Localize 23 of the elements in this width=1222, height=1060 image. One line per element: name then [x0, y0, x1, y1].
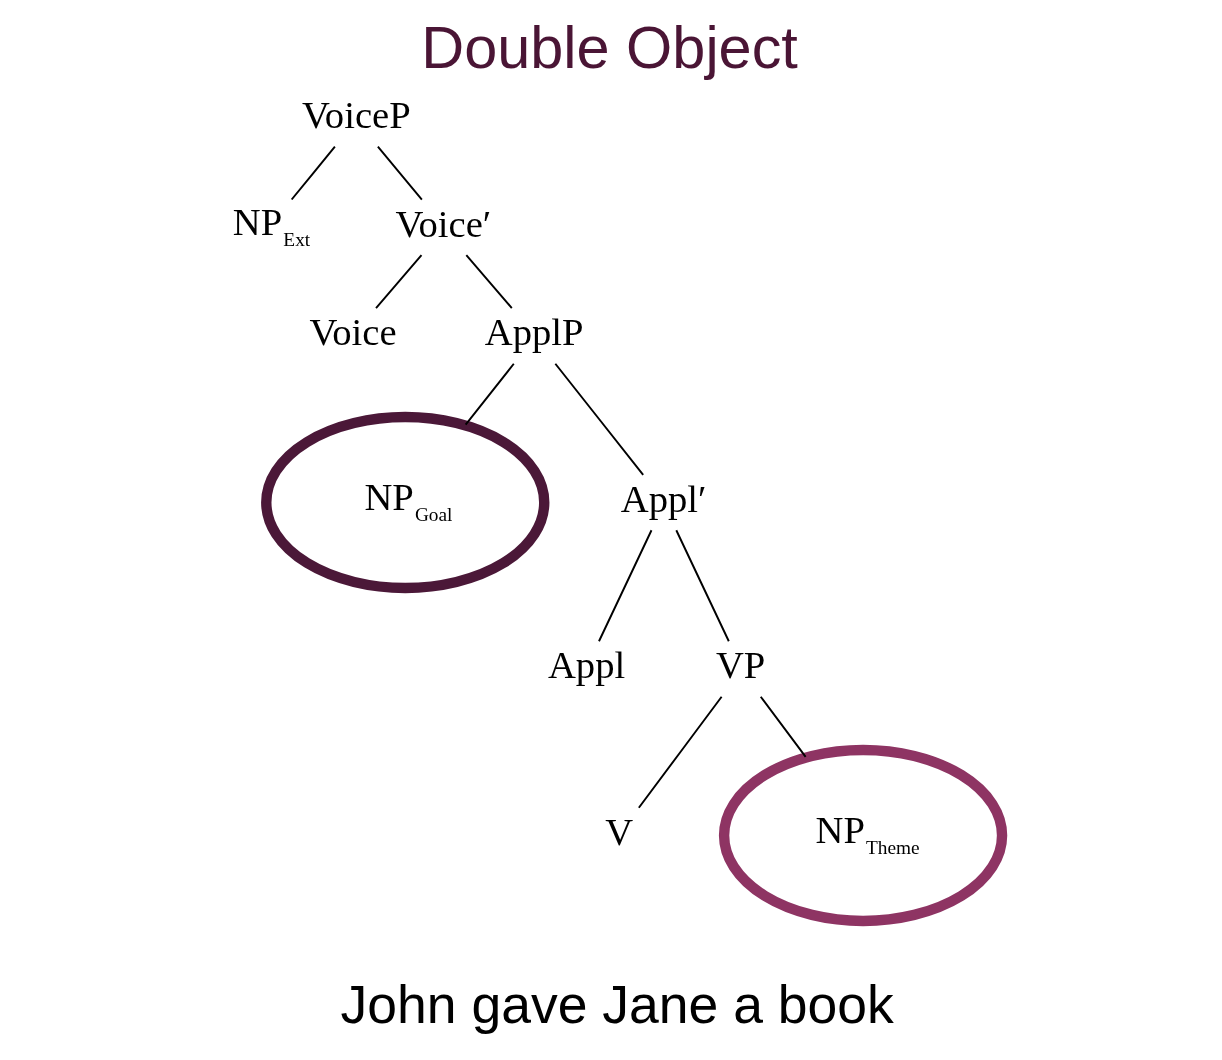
diagram-title: Double Object — [420, 13, 798, 81]
node-text: NP$_{Ext}$ — [232, 201, 310, 250]
node-text: VoiceP — [301, 94, 411, 137]
caption: John gave Jane a book — [340, 975, 894, 1035]
connector — [290, 145, 336, 201]
connector — [464, 362, 515, 426]
connector — [553, 362, 644, 476]
node-text: Voice′ — [395, 202, 491, 245]
node-text: V — [604, 810, 633, 853]
connector — [759, 695, 807, 758]
connector — [374, 254, 422, 309]
node-text: VP — [715, 644, 765, 687]
node-text: ApplP — [484, 311, 584, 354]
node-text: Appl — [547, 644, 625, 687]
connector — [637, 695, 723, 809]
node-ellipse: NP$_{Goal}$ — [260, 411, 549, 594]
connector — [597, 529, 652, 643]
node-text: Appl′ — [620, 477, 706, 520]
node-ellipse: NP$_{Theme}$ — [718, 744, 1007, 927]
connector — [376, 145, 423, 201]
connector — [674, 529, 730, 643]
connector — [464, 254, 513, 309]
node-text: Voice — [308, 311, 397, 354]
